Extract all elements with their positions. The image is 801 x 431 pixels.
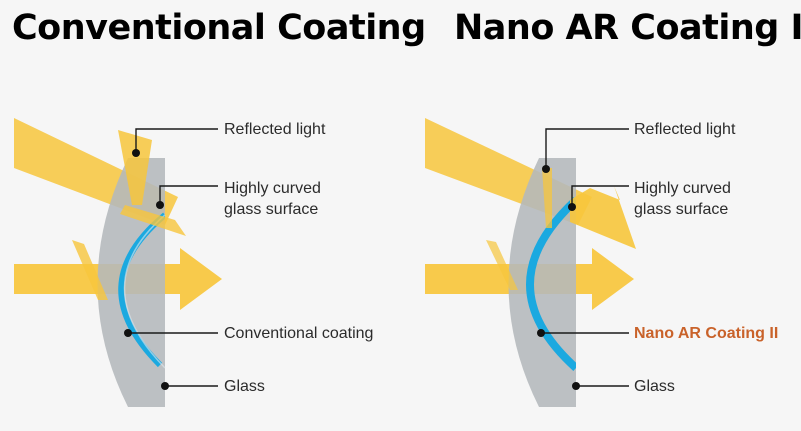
reflected-light-beam (542, 168, 552, 228)
curved-surface-marker (568, 203, 576, 211)
transmitted-light-beam (570, 186, 636, 249)
label-curved-surface-line1: Highly curved (634, 180, 731, 197)
label-conventional-coating: Conventional coating (224, 325, 373, 342)
coating-marker (124, 329, 132, 337)
reflected-light-marker (542, 165, 550, 173)
panel-nano-ar: Reflected light Highly curved glass surf… (425, 118, 778, 407)
label-reflected-light: Reflected light (634, 121, 736, 138)
panel-conventional: Reflected light Highly curved glass surf… (14, 118, 373, 407)
coating-marker (537, 329, 545, 337)
glass-marker (572, 382, 580, 390)
panel-title-nano-ar: Nano AR Coating II (454, 8, 801, 48)
label-nano-ar-coating: Nano AR Coating II (634, 325, 778, 342)
reflected-light-beam-small (120, 205, 186, 236)
panel-title-conventional: Conventional Coating (12, 8, 426, 48)
reflected-light-beam-lower (72, 240, 108, 300)
glass-marker (161, 382, 169, 390)
label-reflected-light: Reflected light (224, 121, 326, 138)
label-glass: Glass (224, 378, 265, 395)
reflected-light-marker (132, 149, 140, 157)
label-curved-surface-line1: Highly curved (224, 180, 321, 197)
label-glass: Glass (634, 378, 675, 395)
curved-surface-marker (156, 201, 164, 209)
reflected-light-beam (118, 130, 152, 205)
nano-ar-coating-layer (526, 197, 576, 371)
label-curved-surface-line2: glass surface (634, 201, 728, 218)
label-curved-surface-line2: glass surface (224, 201, 318, 218)
reflected-light-beam-lower (486, 240, 518, 290)
